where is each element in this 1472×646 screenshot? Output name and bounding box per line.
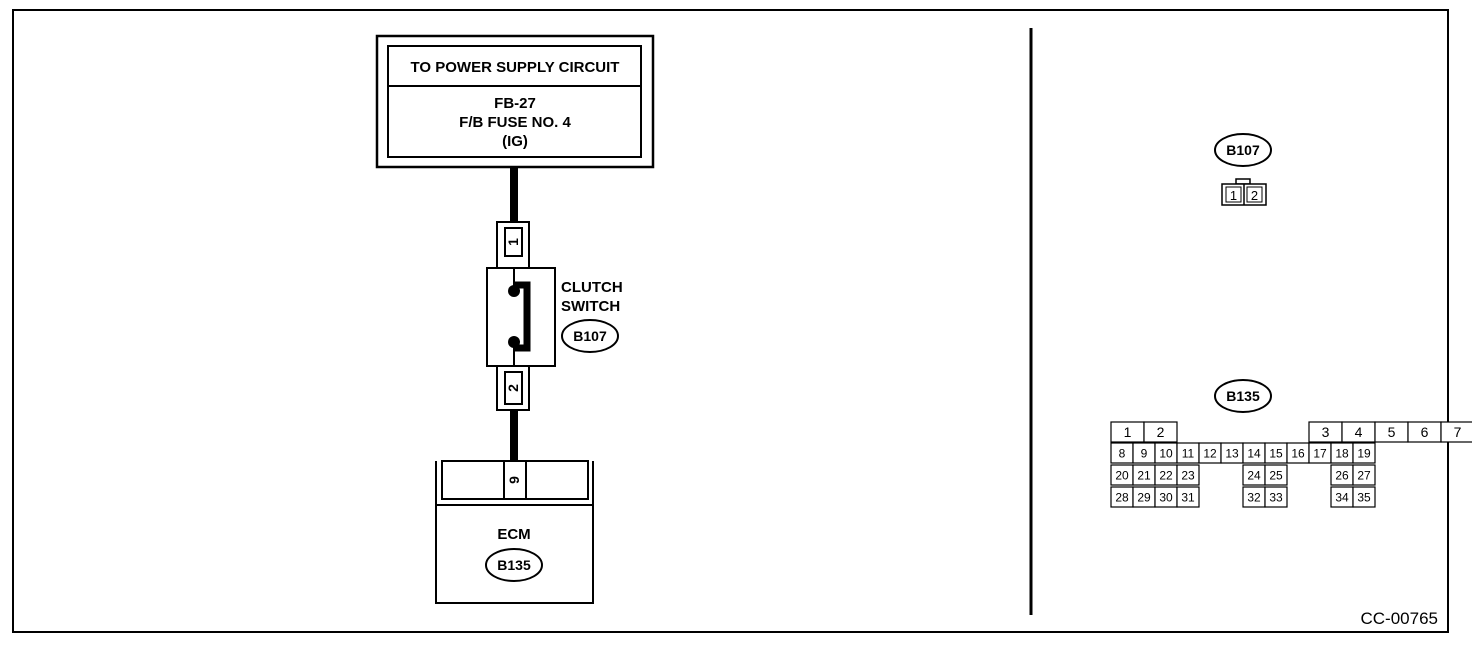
fuse-name: F/B FUSE NO. 4: [459, 114, 571, 131]
legend-b135-pin: 34: [1335, 490, 1349, 504]
legend-b107-code: B107: [1226, 142, 1260, 158]
legend-b135-pin: 9: [1141, 446, 1148, 460]
legend-b135-pin: 35: [1357, 490, 1371, 504]
legend-b135-pin: 1: [1124, 424, 1132, 440]
legend-b135-pin: 21: [1137, 468, 1151, 482]
legend-b135-pin: 12: [1203, 446, 1217, 460]
legend-b135-pin: 17: [1313, 446, 1327, 460]
legend-b135-pin: 20: [1115, 468, 1129, 482]
legend-b135-pin: 5: [1388, 424, 1396, 440]
fuse-code: FB-27: [494, 95, 536, 112]
legend-b135-pin: 4: [1355, 424, 1363, 440]
legend-b135-pin: 28: [1115, 490, 1129, 504]
pin-label-2: 2: [505, 384, 521, 392]
outer-frame: [12, 9, 1449, 633]
legend-b135-pin: 18: [1335, 446, 1349, 460]
legend-b135-pin: 7: [1454, 424, 1462, 440]
legend-b135-pin: 15: [1269, 446, 1283, 460]
figure-code: CC-00765: [1361, 609, 1439, 628]
legend-b135-code: B135: [1226, 388, 1260, 404]
legend-b135-pin: 8: [1119, 446, 1126, 460]
power-supply-title: TO POWER SUPPLY CIRCUIT: [411, 59, 620, 76]
fuse-mode: (IG): [502, 133, 528, 150]
legend-b107-pin: 1: [1230, 188, 1237, 203]
legend-b135-pin: 25: [1269, 468, 1283, 482]
legend-b135-badge: [1214, 379, 1272, 413]
clutch-switch: [486, 267, 556, 367]
ecm-box: 9 ECM B135: [435, 460, 594, 604]
legend-b135-pin: 29: [1137, 490, 1151, 504]
clutch-switch-pin2-connector: 2: [496, 365, 530, 411]
pin-label-1: 1: [505, 238, 521, 246]
clutch-switch-connector-badge: [561, 319, 619, 353]
legend-b135-pin: 3: [1322, 424, 1330, 440]
legend-b107-pin: 2: [1251, 188, 1258, 203]
legend-b107: B107 1 2: [1214, 133, 1272, 206]
legend-b135-pin: 31: [1181, 490, 1195, 504]
power-supply-box: TO POWER SUPPLY CIRCUIT FB-27 F/B FUSE N…: [375, 34, 655, 169]
legend-b135-pin: 27: [1357, 468, 1371, 482]
legend-b135-pin: 24: [1247, 468, 1261, 482]
legend-b135-pin: 2: [1157, 424, 1165, 440]
legend-b135-pin: 19: [1357, 446, 1371, 460]
legend-b135-pin: 10: [1159, 446, 1173, 460]
clutch-switch-label-2: SWITCH: [561, 298, 620, 315]
legend-b107-badge: [1214, 133, 1272, 167]
legend-b135-pin: 16: [1291, 446, 1305, 460]
ecm-connector-code: B135: [497, 557, 531, 573]
legend-b135-pin: 23: [1181, 468, 1195, 482]
ecm-pin-label: 9: [506, 476, 522, 484]
legend-b135-pin: 11: [1182, 446, 1195, 460]
legend-b135-pin: 13: [1225, 446, 1239, 460]
legend-b135-pin: 22: [1159, 468, 1173, 482]
legend-b135-pin: 26: [1335, 468, 1349, 482]
clutch-switch-pin1-connector: 1: [496, 221, 530, 269]
switch-bar: [514, 281, 531, 352]
legend-b135-pin: 6: [1421, 424, 1429, 440]
clutch-switch-label-1: CLUTCH: [561, 279, 623, 296]
ecm-label: ECM: [497, 526, 530, 543]
legend-b135-pin: 30: [1159, 490, 1173, 504]
legend-b135-pin: 14: [1247, 446, 1261, 460]
legend-b135-pin: 32: [1247, 490, 1261, 504]
legend-b135-pin: 33: [1269, 490, 1283, 504]
ecm-connector-badge: [485, 548, 543, 582]
clutch-switch-connector-code: B107: [573, 328, 607, 344]
